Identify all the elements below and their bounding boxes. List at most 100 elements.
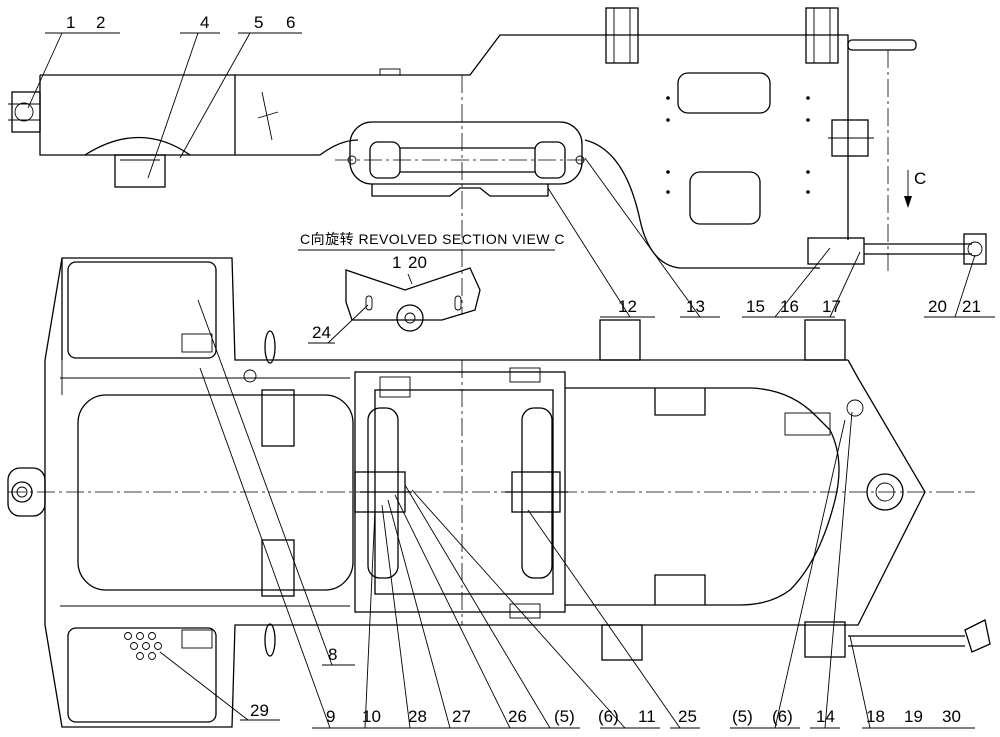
plan-bolt-top bbox=[243, 369, 257, 383]
side-top-plate bbox=[379, 68, 401, 76]
label-12: 12 bbox=[618, 297, 637, 316]
side-top-right-pin bbox=[847, 39, 917, 51]
side-arm-hatch2 bbox=[257, 111, 279, 119]
side-axle-nut-r bbox=[575, 155, 585, 165]
plan-clamp-tr bbox=[509, 367, 541, 383]
section-caption: C向旋转 REVOLVED SECTION VIEW C bbox=[300, 231, 565, 247]
plan-notch-top bbox=[654, 388, 706, 416]
side-skid bbox=[371, 184, 549, 197]
plan-hitch-hole bbox=[875, 482, 895, 502]
section-label-20: 20 bbox=[408, 253, 427, 272]
plan-tire-right bbox=[521, 407, 553, 579]
plan-hitch-ring bbox=[866, 473, 904, 511]
side-wheel-right bbox=[534, 141, 566, 179]
view-arrow-label: C bbox=[914, 169, 926, 188]
label-13: 13 bbox=[686, 297, 705, 316]
plan-tire-left bbox=[367, 407, 399, 579]
plan-hitch-bolt bbox=[846, 399, 864, 417]
label-24: 24 bbox=[312, 323, 331, 342]
side-lug-left bbox=[605, 7, 639, 64]
label-28: 28 bbox=[408, 707, 427, 726]
plan-lug-top-b bbox=[804, 319, 846, 361]
plan-clamp-br bbox=[509, 603, 541, 619]
label-4: 4 bbox=[200, 13, 209, 32]
plan-fender-clamp-top bbox=[181, 333, 213, 353]
plan-lug-top-a bbox=[599, 319, 641, 361]
plan-bracket-bottom bbox=[261, 539, 295, 597]
plan-frame-top bbox=[44, 257, 848, 361]
plan-view bbox=[7, 257, 991, 728]
label-10: 10 bbox=[362, 707, 381, 726]
label-20: 20 bbox=[928, 297, 947, 316]
section-slot-right bbox=[454, 295, 462, 311]
side-arm-bottom bbox=[39, 75, 320, 156]
plan-wheel-top bbox=[264, 330, 276, 364]
label-25: 25 bbox=[678, 707, 697, 726]
side-frame-top bbox=[40, 34, 849, 95]
plan-tow-eye-hole bbox=[16, 486, 28, 498]
view-arrow-head bbox=[904, 196, 912, 208]
side-drawbar-eye-hole bbox=[967, 241, 983, 257]
side-wheel-left bbox=[369, 141, 401, 179]
section-plate bbox=[345, 267, 481, 321]
label-5: 5 bbox=[254, 13, 263, 32]
plan-tow-eye bbox=[7, 467, 46, 517]
side-view bbox=[8, 7, 987, 315]
side-dome-box bbox=[114, 154, 166, 188]
plan-inner-window bbox=[77, 394, 354, 591]
plan-fender-perforations bbox=[124, 632, 162, 660]
section-view-c bbox=[298, 249, 555, 332]
label-18: 18 bbox=[866, 707, 885, 726]
leader-lines bbox=[27, 32, 995, 729]
label-9: 9 bbox=[326, 707, 335, 726]
plan-clamp-tl bbox=[379, 376, 411, 398]
side-plate-curve-b bbox=[584, 139, 820, 269]
side-tow-eye bbox=[11, 91, 41, 133]
label-26: 26 bbox=[508, 707, 527, 726]
side-axle-nut-l bbox=[347, 155, 357, 165]
plan-notch-bottom bbox=[654, 574, 706, 605]
label-2: 2 bbox=[96, 13, 105, 32]
plan-fender-top bbox=[67, 261, 217, 359]
plan-hitch-triangle bbox=[847, 359, 926, 626]
label-17: 17 bbox=[822, 297, 841, 316]
side-drawbar-eye bbox=[963, 233, 987, 265]
label-30: 30 bbox=[942, 707, 961, 726]
label-29: 29 bbox=[250, 701, 269, 720]
plan-plate-right bbox=[784, 412, 831, 436]
side-lug-right bbox=[805, 7, 839, 64]
plan-drawbar-hook bbox=[964, 619, 991, 653]
plan-frame-bottom bbox=[44, 624, 848, 728]
side-bolt-holes bbox=[666, 96, 810, 194]
plan-fender-clamp-bottom bbox=[181, 629, 213, 649]
label-5-bracketed-b: (5) bbox=[732, 707, 753, 726]
section-label-1: 1 bbox=[392, 253, 401, 272]
plan-wheel-bottom bbox=[264, 623, 276, 657]
section-slot-left bbox=[365, 295, 373, 311]
plan-bracket-top bbox=[261, 389, 295, 447]
section-tick bbox=[407, 273, 413, 285]
label-5-bracketed-a: (5) bbox=[554, 707, 575, 726]
label-15: 15 bbox=[746, 297, 765, 316]
side-plate-curve-a bbox=[319, 139, 359, 156]
plan-lug-bottom-b bbox=[804, 621, 846, 658]
side-axle-housing bbox=[349, 121, 583, 185]
label-14: 14 bbox=[816, 707, 835, 726]
section-boss-hole bbox=[404, 312, 416, 324]
label-19: 19 bbox=[904, 707, 923, 726]
plan-fender-bottom bbox=[67, 627, 217, 723]
side-dome bbox=[84, 136, 191, 156]
label-27: 27 bbox=[452, 707, 471, 726]
side-tow-eye-hole bbox=[14, 102, 34, 122]
plan-tow-eye-ring bbox=[11, 481, 33, 503]
side-arm-hatch bbox=[261, 91, 273, 141]
label-6-bracketed-b: (6) bbox=[772, 707, 793, 726]
label-11: 11 bbox=[638, 707, 656, 726]
section-boss bbox=[396, 304, 424, 332]
side-drawbar-clevis bbox=[807, 237, 865, 265]
plan-right-opening bbox=[565, 387, 840, 606]
label-1: 1 bbox=[66, 13, 75, 32]
part-labels: 1 2 4 5 6 C向旋转 REVOLVED SECTION VIEW C C… bbox=[66, 13, 981, 726]
